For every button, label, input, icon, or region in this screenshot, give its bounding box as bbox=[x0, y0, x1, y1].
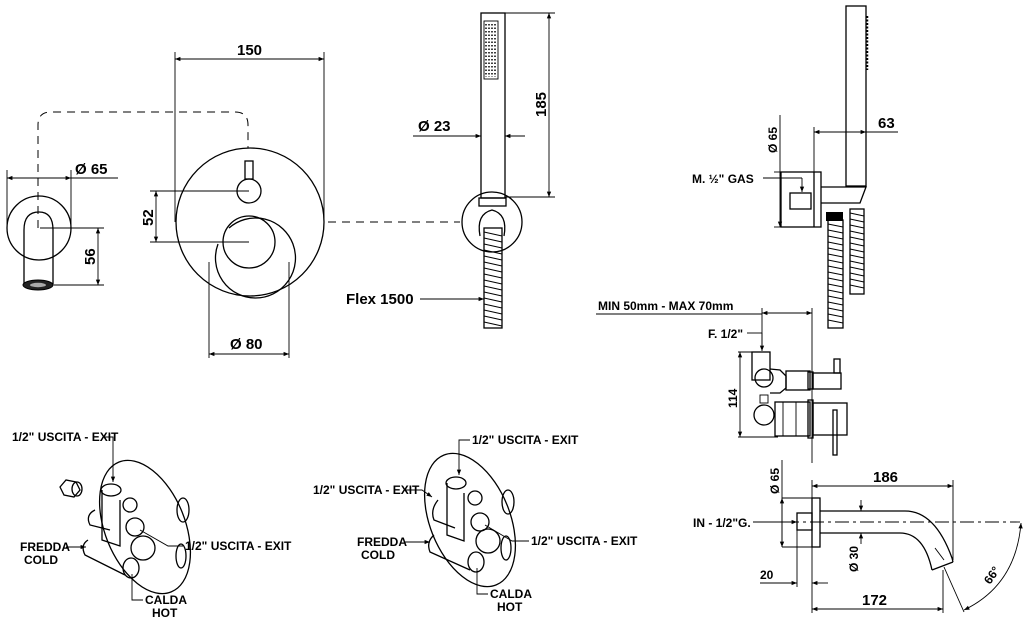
iso-right-exit-top-label: 1/2" USCITA - EXIT bbox=[472, 433, 579, 447]
iso-left-cold-label: FREDDA bbox=[20, 540, 70, 554]
handle-spacing-label: 52 bbox=[140, 209, 157, 226]
diverter-stem bbox=[785, 370, 811, 391]
spray-nozzles bbox=[485, 24, 496, 77]
spout-side-view: Ø 65 186 IN - 1/2"G. Ø 30 20 172 66° bbox=[693, 460, 1023, 613]
body-connection-label: F. 1/2" bbox=[708, 327, 743, 341]
bracket-block bbox=[780, 171, 822, 228]
handle-diameter-label: Ø 80 bbox=[230, 336, 263, 353]
iso-right-hot-en-label: HOT bbox=[497, 600, 523, 614]
iso-right-cold-label: FREDDA bbox=[357, 535, 407, 549]
shower-diameter-label: Ø 23 bbox=[418, 118, 451, 135]
concealed-body-side-view: MIN 50mm - MAX 70mm F. 1/2" 114 bbox=[596, 299, 848, 463]
hand-shower-view: Ø 23 185 Flex 1500 bbox=[346, 12, 555, 329]
spout-angle-label: 66° bbox=[981, 564, 1003, 587]
handle-side bbox=[812, 402, 848, 436]
spout-total-length-label: 186 bbox=[873, 469, 898, 486]
iso-left-exit-right-label: 1/2" USCITA - EXIT bbox=[185, 539, 292, 553]
connection-dashed-line bbox=[37, 111, 249, 228]
spout-plate-diameter-label: Ø 65 bbox=[768, 468, 782, 494]
iso-right-top-port bbox=[445, 476, 467, 490]
bracket-diameter-label: Ø 65 bbox=[766, 127, 780, 153]
iso-left-hot-en-label: HOT bbox=[152, 606, 178, 620]
iso-right-exit-right-label: 1/2" USCITA - EXIT bbox=[531, 534, 638, 548]
iso-valve-view-left: 1/2" USCITA - EXIT 1/2" USCITA - EXIT FR… bbox=[12, 430, 292, 620]
spout-front-view: Ø 65 56 bbox=[6, 111, 249, 291]
spout-pipe-top bbox=[820, 510, 954, 563]
diverter-lever bbox=[244, 160, 254, 180]
iso-left-exit-top-label: 1/2" USCITA - EXIT bbox=[12, 430, 119, 444]
mixer-plate-view: 150 52 Ø 80 bbox=[140, 42, 460, 358]
wall-plate bbox=[175, 147, 325, 297]
spout-inlet bbox=[796, 512, 813, 531]
shower-length-label: 185 bbox=[533, 92, 550, 117]
iso-right-hot-label: CALDA bbox=[490, 587, 532, 601]
hand-shower-body bbox=[480, 12, 506, 199]
spout-diameter-label: Ø 65 bbox=[75, 161, 108, 178]
spout-wall-plate bbox=[811, 497, 821, 548]
spout-inlet-label: IN - 1/2"G. bbox=[693, 516, 751, 530]
bracket-hoses bbox=[827, 208, 865, 329]
iso-right-exit-left-label: 1/2" USCITA - EXIT bbox=[313, 483, 420, 497]
iso-left-hot-label: CALDA bbox=[145, 593, 187, 607]
spout-body bbox=[23, 211, 54, 286]
spout-thread-label: 20 bbox=[760, 568, 774, 582]
wall-range-label: MIN 50mm - MAX 70mm bbox=[598, 299, 733, 313]
spout-outlet-face bbox=[931, 561, 954, 571]
spout-height-label: 56 bbox=[82, 248, 99, 265]
iso-valve-view-right: 1/2" USCITA - EXIT 1/2" USCITA - EXIT 1/… bbox=[313, 433, 638, 614]
iso-right-hot-port bbox=[467, 551, 485, 573]
iso-left-plate bbox=[98, 459, 192, 595]
iso-left-top-port bbox=[100, 483, 122, 497]
bracket-connection-label: M. ½" GAS bbox=[692, 172, 754, 186]
shower-hose bbox=[483, 227, 503, 329]
iso-left-cold-en-label: COLD bbox=[24, 553, 58, 567]
spout-length-label: 172 bbox=[862, 592, 887, 609]
iso-right-plate bbox=[423, 452, 517, 588]
iso-right-cold-en-label: COLD bbox=[361, 548, 395, 562]
plate-width-label: 150 bbox=[237, 42, 262, 59]
handle-lever bbox=[832, 409, 838, 456]
hose-length-label: Flex 1500 bbox=[346, 291, 414, 308]
iso-left-nut bbox=[59, 479, 81, 498]
body-height-label: 114 bbox=[726, 388, 740, 408]
spout-pipe-bottom bbox=[820, 532, 933, 571]
bracket-depth-label: 63 bbox=[878, 115, 895, 132]
shower-collar bbox=[478, 197, 507, 207]
bracket-plate bbox=[461, 191, 523, 253]
hose-nut bbox=[826, 212, 843, 221]
handle-ring bbox=[214, 217, 297, 299]
iso-left-hot-port bbox=[122, 557, 140, 579]
side-hand-shower bbox=[845, 5, 867, 187]
shower-bracket-side-view: Ø 65 63 M. ½" GAS bbox=[692, 5, 898, 329]
spray-face bbox=[483, 20, 499, 80]
cartridge bbox=[774, 401, 811, 437]
spout-pipe-diameter-label: Ø 30 bbox=[847, 546, 861, 572]
